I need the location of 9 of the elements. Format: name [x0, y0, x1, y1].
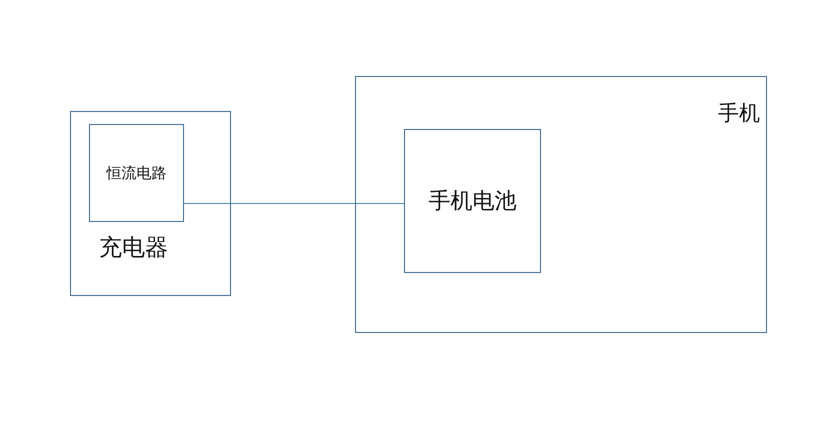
phone-box — [355, 76, 767, 333]
battery-box — [404, 129, 541, 273]
box-label: 充电器 — [99, 234, 168, 262]
connector-line — [184, 203, 404, 204]
box-label: 手机 — [718, 100, 760, 127]
circuit-box — [89, 124, 184, 222]
charger-box — [70, 111, 231, 296]
box-label: 手机电池 — [428, 188, 516, 216]
box-label: 恒流电路 — [106, 164, 166, 182]
